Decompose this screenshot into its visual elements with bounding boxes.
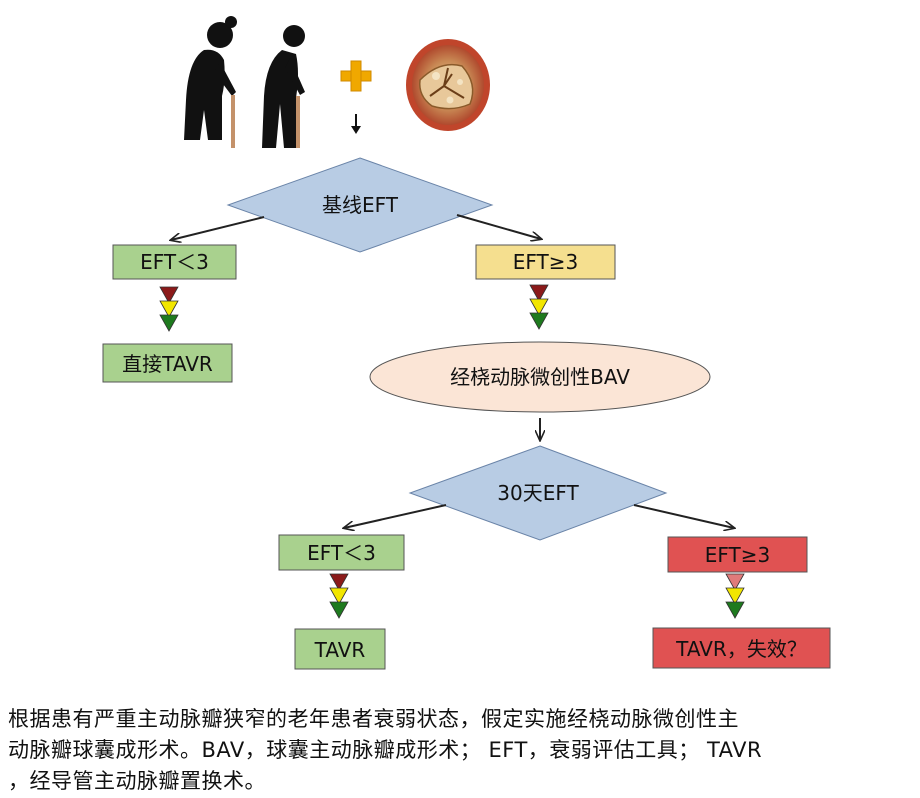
elderly-man-icon [262, 25, 305, 148]
eft-lt3-bottom-label: EFT＜3 [307, 541, 376, 565]
caption-line: 动脉瓣球囊成形术。BAV，球囊主动脉瓣成形术； EFT，衰弱评估工具； TAVR [8, 738, 763, 762]
caption-line: ，经导管主动脉瓣置换术。 [8, 769, 266, 793]
day30-label: 30天EFT [497, 481, 579, 505]
traffic-light-icon [159, 286, 179, 332]
traffic-light-icon [329, 573, 349, 619]
direct-tavr-box [102, 343, 233, 383]
eft-ge3-bottom-box [667, 536, 808, 573]
baseline-label: 基线EFT [322, 193, 399, 217]
elderly-woman-icon [184, 16, 237, 140]
flowchart: 基线EFT EFT＜3 EFT≥3 直接TAVR 经桡动脉微创性BAV 30天E… [102, 16, 831, 670]
plus-icon [340, 60, 372, 92]
eft-ge3-top-label: EFT≥3 [513, 250, 579, 274]
arrow-to-eft-ge3-bottom [633, 504, 734, 528]
eft-lt3-top-box [112, 244, 237, 280]
caption-line: 根据患有严重主动脉瓣狭窄的老年患者衰弱状态，假定实施经桡动脉微创性主 [8, 707, 739, 731]
traffic-light-icon [529, 284, 549, 330]
figure-caption: 根据患有严重主动脉瓣狭窄的老年患者衰弱状态，假定实施经桡动脉微创性主 动脉瓣球囊… [8, 704, 908, 797]
tavr-label: TAVR [314, 638, 366, 662]
aortic-valve-image [406, 39, 490, 131]
bav-label: 经桡动脉微创性BAV [450, 365, 630, 389]
arrow-down-icon [351, 114, 361, 134]
eft-ge3-bottom-label: EFT≥3 [705, 543, 771, 567]
traffic-light-icon [725, 573, 745, 619]
day30-diamond [408, 445, 668, 541]
arrow-to-eft-lt3-top [171, 216, 265, 240]
eft-lt3-bottom-box [278, 534, 405, 571]
eft-ge3-top-box [475, 244, 616, 280]
direct-tavr-label: 直接TAVR [122, 352, 213, 376]
arrow-to-eft-lt3-bottom [344, 504, 447, 528]
eft-lt3-top-label: EFT＜3 [140, 250, 209, 274]
bav-ellipse [369, 341, 711, 413]
tavr-fail-label: TAVR，失效？ [675, 637, 807, 661]
tavr-box [294, 628, 386, 670]
tavr-fail-box [652, 627, 831, 669]
baseline-diamond [226, 157, 494, 253]
arrow-to-eft-ge3-top [456, 214, 541, 239]
